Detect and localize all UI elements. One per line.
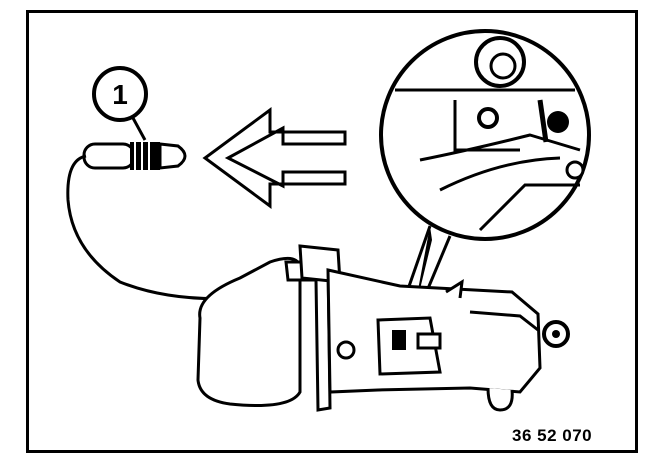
callout-1: 1 [92, 66, 148, 141]
callout-circle [92, 66, 148, 122]
sensor-cable [66, 154, 239, 301]
direction-arrow [202, 107, 347, 209]
housing-assembly [196, 244, 570, 412]
figure-frame [26, 10, 638, 453]
callout-number: 1 [112, 79, 128, 110]
sensor-plug [82, 142, 187, 170]
detail-magnifier [379, 29, 591, 241]
figure-code: 36 52 070 [512, 426, 593, 445]
callout-leader [131, 117, 147, 141]
